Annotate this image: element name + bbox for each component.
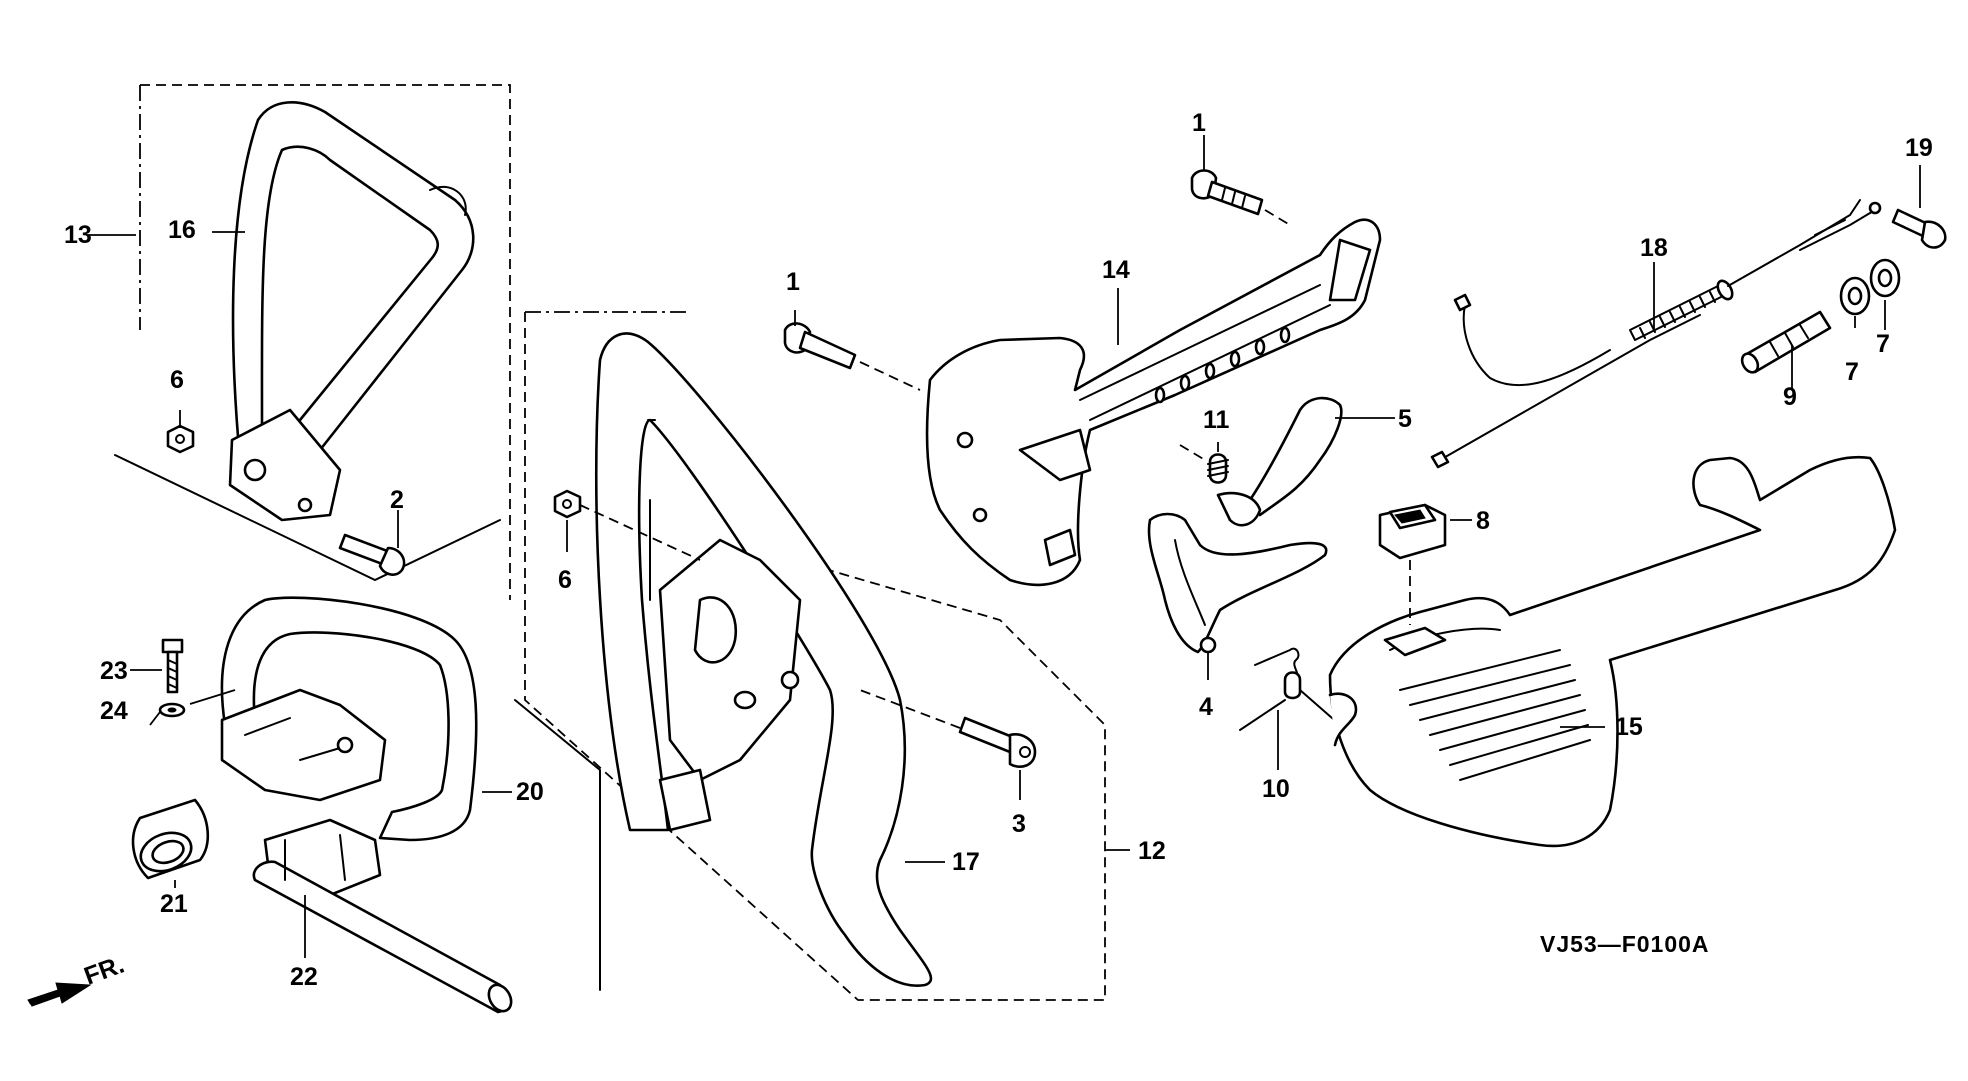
callout-7-b: 7 bbox=[1876, 330, 1890, 358]
direction-label: FR. bbox=[80, 951, 127, 991]
bolt-part-2 bbox=[338, 510, 406, 576]
loop-handle-part-16 bbox=[228, 101, 475, 522]
leader-24 bbox=[149, 711, 161, 726]
screw-part-23 bbox=[161, 638, 184, 694]
washer-part-24 bbox=[158, 689, 236, 718]
callout-10: 10 bbox=[1262, 775, 1290, 803]
throttle-trigger-part-4 bbox=[1147, 512, 1328, 680]
callout-2: 2 bbox=[390, 486, 404, 514]
bolt-part-1-middle bbox=[783, 310, 921, 391]
switch-part-8 bbox=[1378, 503, 1472, 625]
front-handle-part-17 bbox=[594, 332, 933, 987]
callout-13: 13 bbox=[64, 221, 92, 249]
callout-1-upper: 1 bbox=[1192, 109, 1206, 137]
callout-24: 24 bbox=[100, 697, 128, 725]
lever-part-5 bbox=[1216, 396, 1395, 527]
callout-3: 3 bbox=[1012, 810, 1026, 838]
callout-18: 18 bbox=[1640, 234, 1668, 262]
spring-part-10 bbox=[1239, 647, 1341, 770]
callout-8: 8 bbox=[1476, 507, 1490, 535]
callout-1-middle: 1 bbox=[786, 268, 800, 296]
pin-part-9 bbox=[1740, 310, 1832, 388]
washer-part-7-a bbox=[1839, 276, 1871, 328]
bolt-part-19 bbox=[1891, 165, 1947, 249]
callout-6-left: 6 bbox=[170, 366, 184, 394]
assembly-box-13 bbox=[114, 84, 511, 600]
rear-handle-upper-part-14 bbox=[925, 218, 1382, 587]
washer-part-7-b bbox=[1869, 258, 1901, 330]
callout-19: 19 bbox=[1905, 134, 1933, 162]
rear-handle-housing-part-15 bbox=[1328, 455, 1897, 848]
collar-part-21 bbox=[131, 798, 210, 880]
callout-14: 14 bbox=[1102, 256, 1130, 284]
callout-16: 16 bbox=[168, 216, 196, 244]
callout-6-middle: 6 bbox=[558, 566, 572, 594]
callout-23: 23 bbox=[100, 657, 128, 685]
callout-9: 9 bbox=[1783, 383, 1797, 411]
spring-part-11 bbox=[1179, 442, 1229, 484]
throttle-cable-part-18 bbox=[1430, 199, 1882, 469]
clamp-bar-part-22 bbox=[252, 818, 513, 1014]
diagram-code: VJ53—F0100A bbox=[1540, 931, 1710, 957]
bolt-part-3 bbox=[859, 689, 1037, 800]
callout-5: 5 bbox=[1398, 405, 1412, 433]
handlebar-part-20 bbox=[220, 596, 478, 842]
callout-15: 15 bbox=[1615, 713, 1643, 741]
front-direction-arrow-icon bbox=[27, 982, 92, 1007]
callout-11: 11 bbox=[1203, 406, 1230, 434]
assembly-box-12 bbox=[514, 311, 1106, 1001]
callout-22: 22 bbox=[290, 963, 318, 991]
callout-4: 4 bbox=[1199, 693, 1213, 721]
callout-17: 17 bbox=[952, 848, 980, 876]
callout-21: 21 bbox=[160, 890, 188, 918]
bolt-part-1-upper bbox=[1190, 135, 1291, 226]
nut-part-6-left bbox=[166, 410, 195, 454]
nut-part-6-middle bbox=[553, 489, 701, 561]
callout-20: 20 bbox=[516, 778, 544, 806]
callout-12: 12 bbox=[1138, 837, 1166, 865]
callout-7-a: 7 bbox=[1845, 358, 1859, 386]
